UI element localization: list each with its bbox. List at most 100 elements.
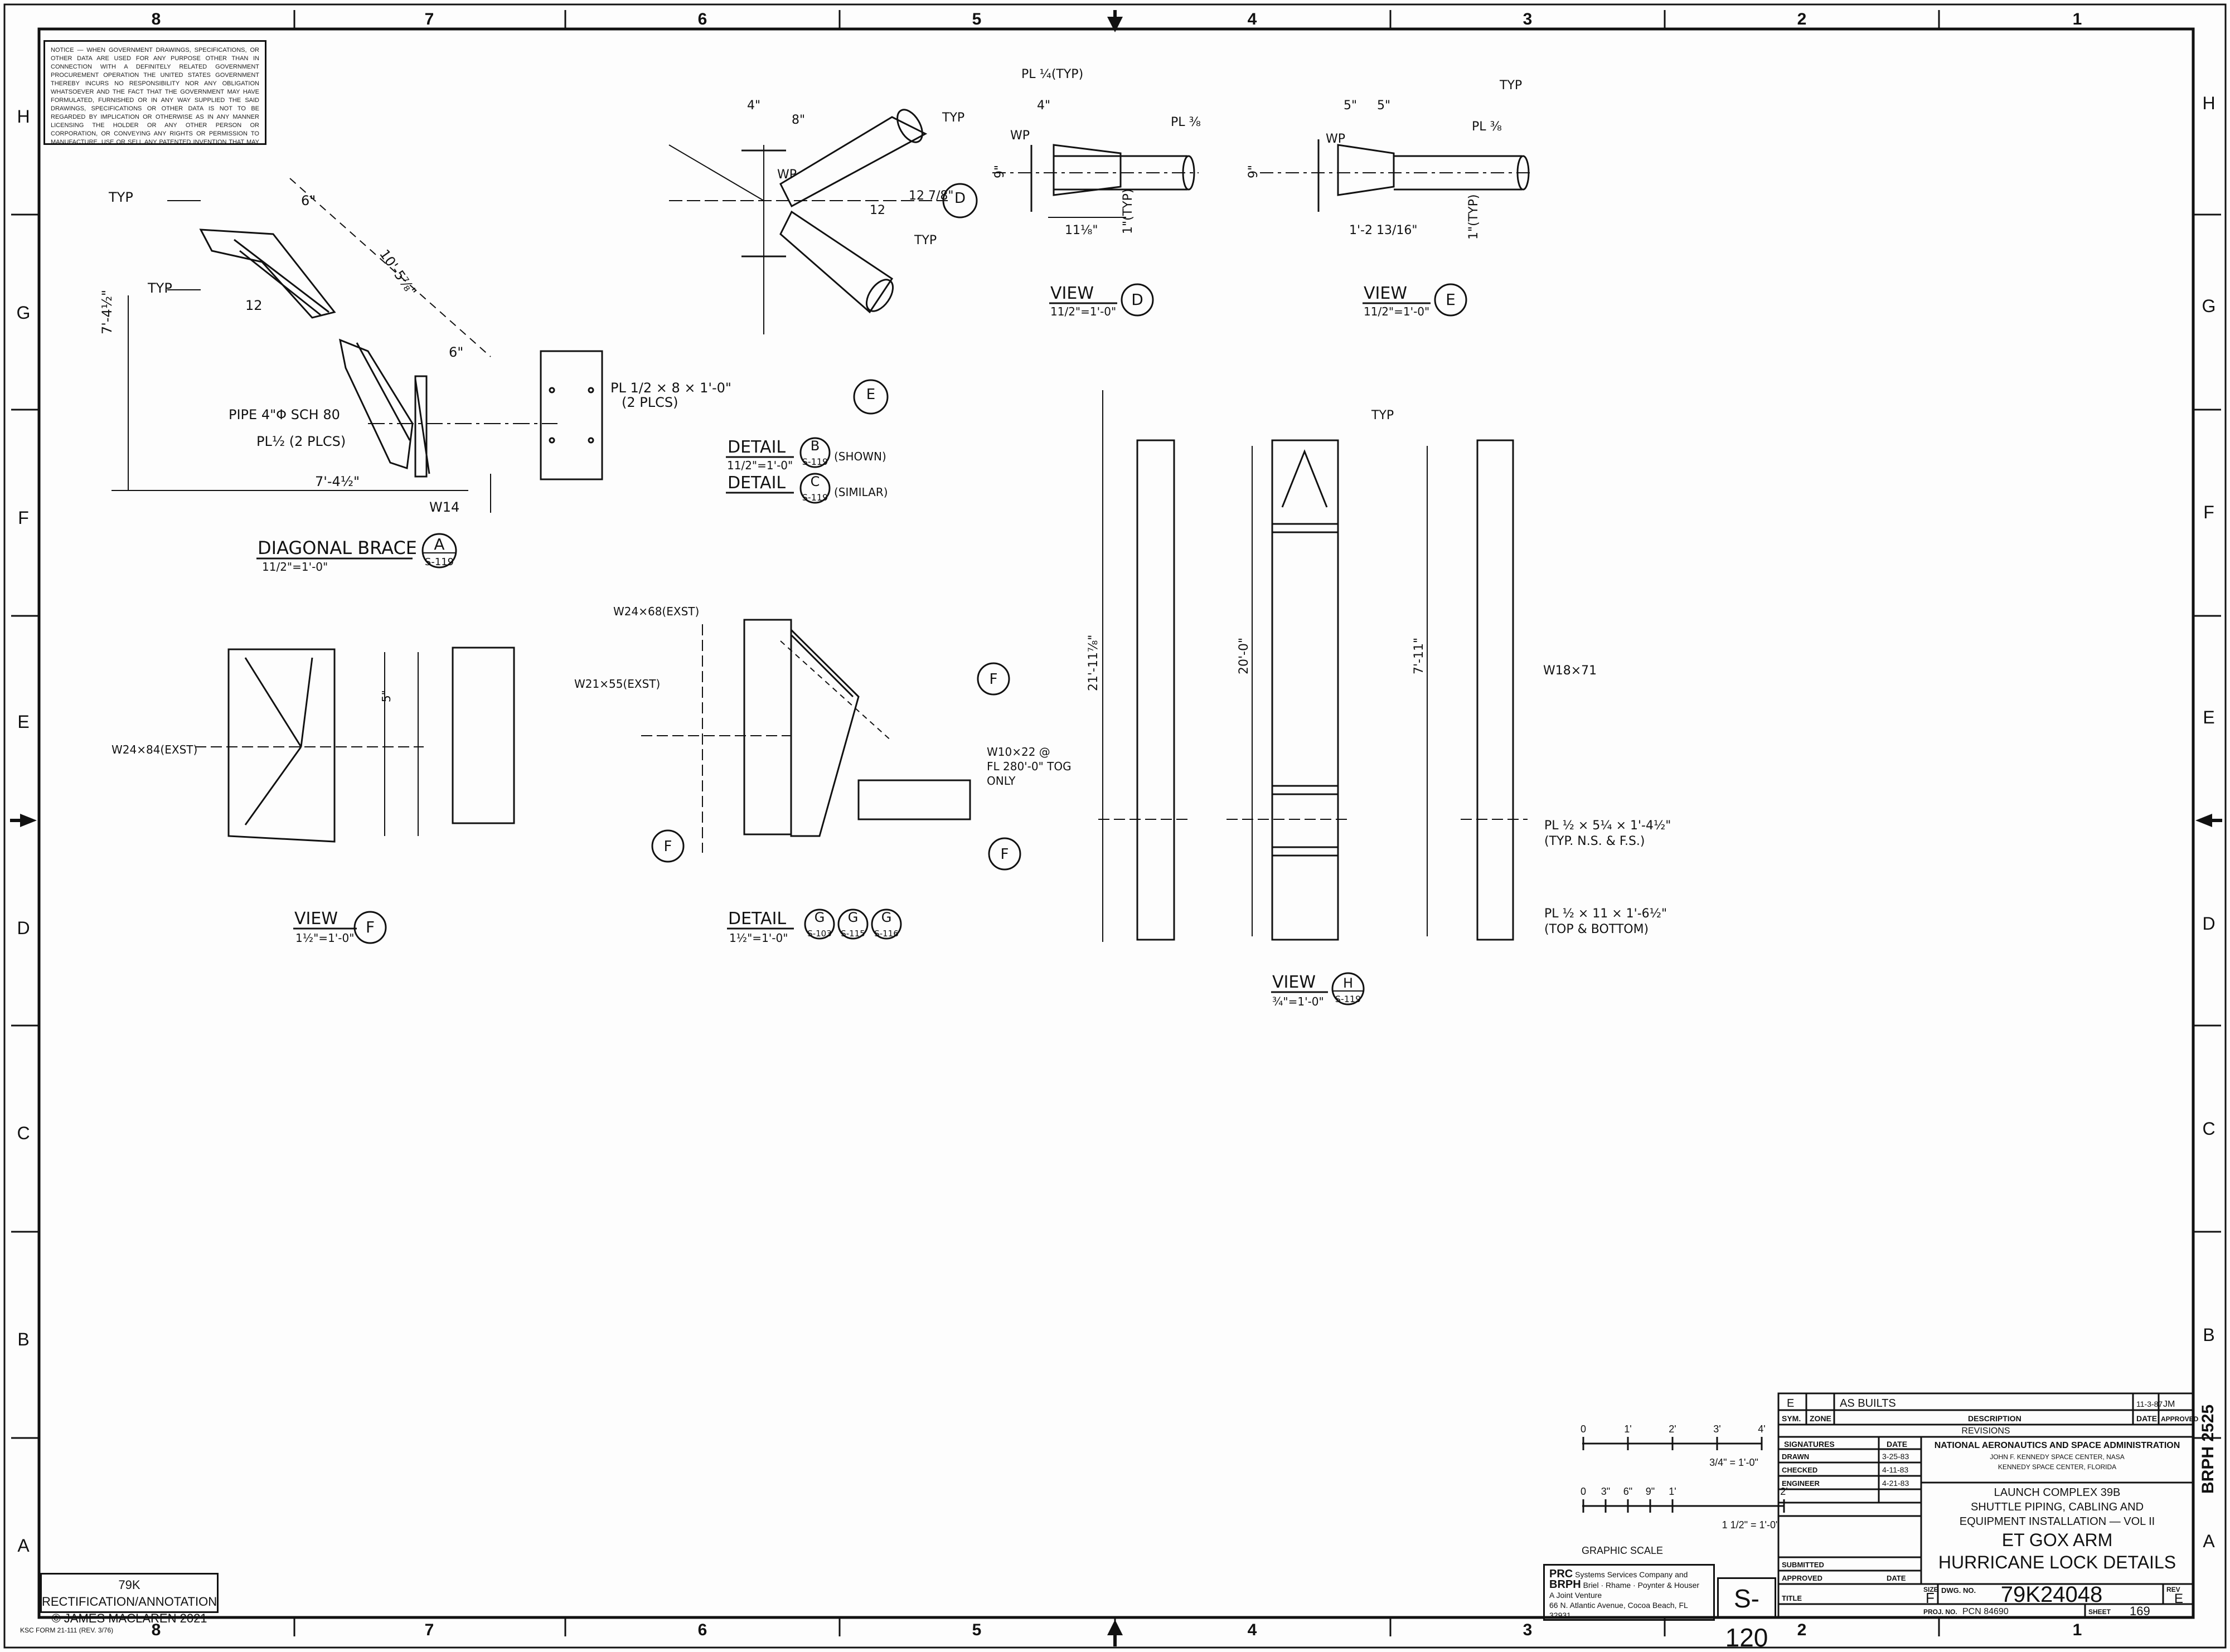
government-notice: NOTICE — WHEN GOVERNMENT DRAWINGS, SPECI…: [43, 40, 266, 145]
col-label-5: 5: [972, 10, 982, 28]
brph-name: BRPH: [1549, 1578, 1581, 1591]
prc-line-1: Systems Services Company and: [1575, 1570, 1688, 1579]
row-label-c: C: [17, 1123, 30, 1143]
col-label-5-bottom: 5: [972, 1621, 982, 1639]
approved-label: APPROVED: [1782, 1574, 1822, 1582]
col-label-2: 2: [1797, 10, 1807, 28]
viewd-title: VIEW: [1050, 284, 1094, 303]
col-label-2-bottom: 2: [1797, 1621, 1807, 1639]
detg-w24-68: W24×68(EXST): [613, 605, 699, 618]
rev-desc: AS BUILTS: [1840, 1397, 1896, 1410]
scale1-tick-2: 2': [1669, 1423, 1676, 1435]
diag-scale: 11/2"=1'-0": [262, 560, 328, 574]
detg-callout-f3: F: [990, 671, 998, 688]
submitted-label: SUBMITTED: [1782, 1561, 1824, 1569]
detb-wp: WP: [777, 168, 797, 182]
viewe-wp: WP: [1326, 132, 1345, 146]
prc-line-4: 66 N. Atlantic Avenue, Cocoa Beach, FL 3…: [1549, 1601, 1688, 1620]
row-label-e: E: [17, 712, 29, 732]
col-label-4-bottom: 4: [1248, 1621, 1257, 1639]
checked-label: CHECKED: [1782, 1466, 1817, 1474]
col-label-4: 4: [1248, 10, 1257, 28]
viewh-pl-tb-1: PL ½ × 11 × 1'-6½": [1544, 907, 1667, 921]
detb-typ-1: TYP: [942, 111, 964, 125]
dwg-number: 79K24048: [2001, 1582, 2102, 1607]
viewd-dim-1typ: 1"(TYP): [1121, 189, 1135, 234]
row-label-g: G: [17, 303, 31, 323]
projno-value: PCN 84690: [1962, 1607, 2009, 1616]
detg-callout-f1: F: [664, 838, 672, 855]
credit-line-1: 79K RECTIFICATION/ANNOTATION: [42, 1578, 217, 1609]
view-d-title: VIEW 11/2"=1'-0" D: [1049, 283, 1154, 318]
side-code: BRPH 2525: [2199, 1405, 2217, 1494]
viewh-pl-tb-2: (TOP & BOTTOM): [1544, 922, 1649, 936]
viewh-title: VIEW: [1272, 973, 1316, 992]
scale-caption: GRAPHIC SCALE: [1582, 1545, 1663, 1556]
diag-dim-6: 6": [449, 344, 463, 360]
sheet-value: 169: [2130, 1604, 2150, 1618]
scale1-tick-1: 1': [1624, 1423, 1631, 1435]
detg-mark-1: G: [815, 910, 825, 925]
pl-half-label: PL½ (2 PLCS): [256, 434, 346, 449]
view-h: [1098, 390, 1528, 942]
viewd-pl-3-8: PL ⅜: [1171, 115, 1201, 129]
detail-g-view: [641, 619, 1021, 871]
title-label: TITLE: [1782, 1594, 1802, 1602]
col-label-1: 1: [2073, 10, 2082, 28]
view-h-title: VIEW ¾"=1'-0" H S-119: [1271, 972, 1365, 1008]
engineer-label: ENGINEER: [1782, 1479, 1820, 1488]
hdr-sym: SYM.: [1782, 1414, 1801, 1423]
form-number: KSC FORM 21-111 (REV. 3/76): [20, 1626, 114, 1634]
detb-scale: 11/2"=1'-0": [727, 459, 793, 472]
detg-scale: 1½"=1'-0": [729, 931, 788, 945]
col-label-6-bottom: 6: [698, 1621, 707, 1639]
hdr-desc: DESCRIPTION: [1968, 1414, 2021, 1423]
scale1-tick-0: 0: [1581, 1423, 1586, 1435]
viewe-dim-9: 9": [1247, 165, 1261, 178]
size-label: SIZE: [1923, 1586, 1938, 1593]
title-line-5: HURRICANE LOCK DETAILS: [1938, 1552, 2176, 1572]
detg-w10-3: ONLY: [987, 774, 1016, 788]
viewh-sheet: S-119: [1335, 994, 1361, 1004]
scale2-tick-3: 9": [1646, 1486, 1655, 1497]
detc-title: DETAIL: [728, 473, 786, 493]
pl-note: PL 1/2 × 8 × 1'-0": [610, 380, 731, 396]
scale2-tick-4: 1': [1669, 1486, 1676, 1497]
viewf-scale: 1½"=1'-0": [295, 931, 354, 945]
detb-title: DETAIL: [728, 438, 786, 457]
col-label-3-bottom: 3: [1523, 1621, 1533, 1639]
detg-sheet-2: S-115: [841, 929, 865, 939]
diag-dim-12: 12: [245, 298, 263, 313]
viewh-w18: W18×71: [1543, 664, 1597, 678]
rev-date: 11-3-87: [2136, 1400, 2163, 1408]
row-label-f: F: [18, 508, 29, 528]
viewh-dim-20: 20'-0": [1237, 638, 1251, 674]
row-label-e-right: E: [2203, 707, 2214, 727]
diag-dim-bottom: 7'-4½": [315, 474, 360, 489]
viewd-dim-11-8: 11⅛": [1065, 223, 1098, 237]
detg-title: DETAIL: [728, 909, 786, 929]
detc-mark: C: [811, 474, 820, 489]
diag-title: DIAGONAL BRACE: [258, 537, 417, 558]
viewh-scale: ¾"=1'-0": [1272, 995, 1324, 1008]
engineer-date: 4-21-83: [1882, 1479, 1909, 1488]
sheet-label: SHEET: [2088, 1608, 2111, 1616]
viewe-pl-3-8: PL ⅜: [1472, 120, 1502, 134]
viewf-w24-84: W24×84(EXST): [112, 743, 197, 756]
sheet-reference: S-120: [1717, 1577, 1776, 1652]
pl-plcs: (2 PLCS): [622, 395, 678, 410]
row-label-a-right: A: [2203, 1531, 2215, 1551]
sig-date-hdr: DATE: [1887, 1440, 1907, 1449]
diag-sheet: S-119: [425, 556, 454, 568]
drawn-label: DRAWN: [1782, 1452, 1809, 1461]
title-line-1: LAUNCH COMPLEX 39B: [1994, 1486, 2121, 1499]
detail-b-view: [668, 109, 978, 415]
scale2-tick-2: 6": [1623, 1486, 1632, 1497]
col-label-8-bottom: 8: [152, 1621, 161, 1639]
detg-w10-1: W10×22 @: [987, 745, 1050, 759]
detb-sheet: S-119: [802, 456, 828, 467]
prc-line-2: Briel · Rhame · Poynter & Houser: [1583, 1581, 1700, 1590]
credit-box: 79K RECTIFICATION/ANNOTATION © JAMES MAC…: [40, 1573, 219, 1625]
rev-label: REV: [2166, 1586, 2180, 1593]
